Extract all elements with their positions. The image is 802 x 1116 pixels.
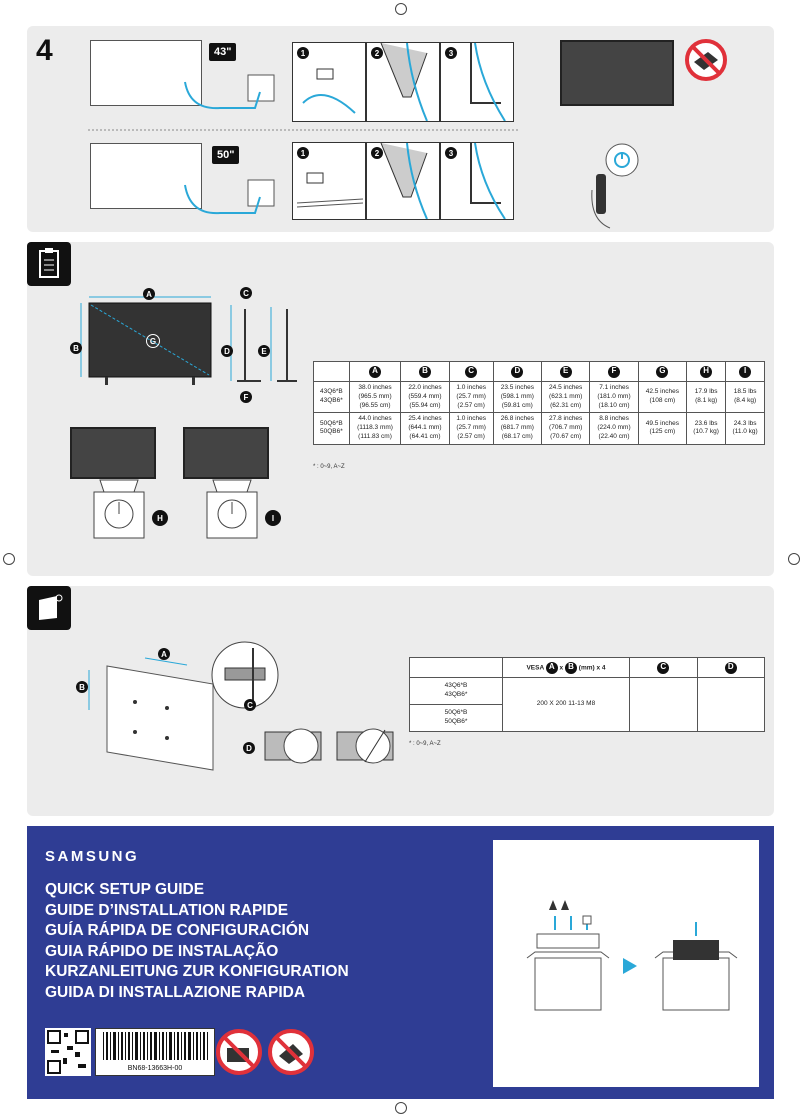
prohibit-lay-flat-icon (685, 39, 727, 81)
stand-leg-icon (470, 42, 506, 122)
scale-i-illustration (206, 479, 258, 539)
barcode: BN68-13663H-00 (95, 1028, 215, 1076)
label-d: D (221, 345, 233, 357)
prohibit-scratch-icon (216, 1029, 262, 1075)
barcode-bars (103, 1032, 208, 1060)
cable-clip-icon (302, 68, 356, 114)
label-b: B (70, 342, 82, 354)
mount-label-b: B (76, 681, 88, 693)
mount-label-d: D (243, 742, 255, 754)
tv-weight-stand-illustration (70, 427, 156, 479)
title-it: GUIDA DI INSTALLAZIONE RAPIDA (45, 983, 306, 1001)
cable-step-2-50: 2 (366, 142, 440, 220)
part-number: BN68-13663H-00 (127, 1065, 183, 1072)
table-header-row: A B C D E F G H I (313, 361, 765, 382)
registration-mark-left (3, 553, 15, 565)
qr-code (45, 1028, 91, 1076)
divider (88, 129, 518, 131)
wall-mount-icon (27, 586, 71, 630)
title-pt: GUIA RÁPIDO DE INSTALAÇÃO (45, 942, 279, 960)
remote-power-illustration (591, 143, 639, 229)
table-header-row: VESA A x B (mm) x 4 C D (409, 657, 765, 678)
registration-mark-top (395, 3, 407, 15)
wall-outlet-50-illustration (184, 179, 275, 215)
label-a: A (143, 288, 155, 300)
dimensions-footnote: * : 0~9, A~Z (313, 464, 345, 470)
label-g: G (146, 334, 160, 348)
size-badge-43: 43" (209, 43, 237, 61)
cover-panel: SAMSUNG QUICK SETUP GUIDE GUIDE D’INSTAL… (27, 826, 774, 1099)
prohibit-pressure-icon (268, 1029, 314, 1075)
cable-step-3-43: 3 (440, 42, 514, 122)
wall-mount-diagram (88, 641, 394, 771)
tv-dimension-diagram (80, 296, 297, 385)
stand-leg-icon (380, 142, 428, 220)
tv-weight-no-stand-illustration (183, 427, 269, 479)
label-c: C (240, 287, 252, 299)
label-f: F (240, 391, 252, 403)
clipboard-icon (27, 242, 71, 286)
label-h: H (152, 510, 168, 526)
unboxing-illustration (493, 840, 759, 1087)
registration-mark-right (788, 553, 800, 565)
tv-front-illustration (560, 40, 674, 106)
cable-step-1-43: 1 (292, 42, 366, 122)
brand-logo: SAMSUNG (45, 848, 140, 865)
title-de: KURZANLEITUNG ZUR KONFIGURATION (45, 963, 349, 980)
title-en: QUICK SETUP GUIDE (45, 881, 205, 898)
cable-step-3-50: 3 (440, 142, 514, 220)
scale-h-illustration (93, 479, 145, 539)
unboxing-diagram (526, 900, 738, 1011)
label-i: I (265, 510, 281, 526)
mount-label-a: A (158, 648, 170, 660)
cable-step-1-50: 1 (292, 142, 366, 220)
registration-mark-bottom (395, 1102, 407, 1114)
stand-leg-icon (470, 142, 506, 220)
wall-outlet-43-illustration (184, 74, 275, 110)
title-es: GUÍA RÁPIDA DE CONFIGURACIÓN (45, 922, 310, 939)
tv-back-50-illustration (90, 143, 202, 209)
tv-back-43-illustration (90, 40, 202, 106)
guide-titles: QUICK SETUP GUIDE GUIDE D’INSTALLATION R… (45, 880, 349, 1003)
cable-clip-icon (296, 172, 364, 208)
wall-mount-footnote: * : 0~9, A~Z (409, 741, 441, 747)
step-number: 4 (36, 34, 53, 67)
stand-leg-icon (380, 42, 428, 122)
size-badge-50: 50" (212, 146, 240, 164)
mount-label-c: C (244, 699, 256, 711)
title-fr: GUIDE D’INSTALLATION RAPIDE (45, 901, 289, 919)
label-e: E (258, 345, 270, 357)
cable-step-2-43: 2 (366, 42, 440, 122)
